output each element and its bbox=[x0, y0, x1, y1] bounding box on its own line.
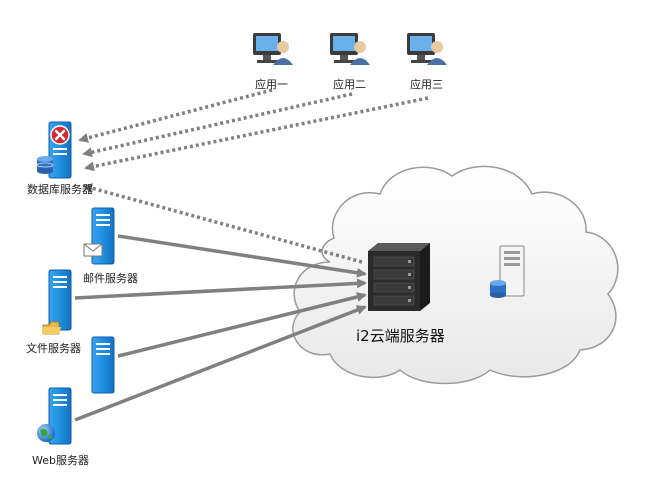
workstation-icon bbox=[253, 33, 293, 65]
arrow-unlabeled-to-cloud bbox=[117, 292, 367, 358]
web-server bbox=[37, 387, 72, 445]
dotted-cloud-to-db bbox=[82, 183, 363, 264]
app-workstation-1 bbox=[253, 33, 293, 65]
workstation-icon bbox=[330, 33, 370, 65]
app-workstation-3 bbox=[407, 33, 447, 65]
tower-server-icon bbox=[490, 245, 525, 298]
dotted-app2-to-db bbox=[82, 92, 353, 158]
file-server-label: 文件服务器 bbox=[26, 342, 81, 355]
envelope-icon bbox=[83, 243, 103, 257]
cloud-server-label: i2云端服务器 bbox=[356, 327, 445, 345]
dotted-app3-to-db bbox=[84, 96, 429, 172]
dotted-connections bbox=[78, 88, 429, 264]
app-workstation-2 bbox=[330, 33, 370, 65]
workstation-icon bbox=[407, 33, 447, 65]
app3-label: 应用三 bbox=[410, 78, 443, 91]
database-icon bbox=[490, 280, 506, 298]
arrow-file-to-cloud bbox=[74, 278, 367, 300]
arrow-web-to-cloud bbox=[74, 305, 367, 422]
cloud-shape bbox=[292, 165, 619, 385]
folder-icon bbox=[42, 321, 61, 335]
database-server bbox=[36, 121, 72, 179]
app1-label: 应用一 bbox=[255, 78, 288, 91]
solid-connections bbox=[74, 234, 367, 422]
server-icon bbox=[91, 336, 115, 394]
database-server-label: 数据库服务器 bbox=[27, 183, 93, 196]
server-icon bbox=[48, 387, 72, 445]
mail-server bbox=[83, 207, 115, 265]
globe-icon bbox=[37, 424, 55, 442]
database-icon bbox=[36, 156, 54, 174]
file-server bbox=[42, 269, 72, 335]
server-icon bbox=[48, 269, 72, 331]
error-x-icon bbox=[50, 125, 70, 145]
mail-server-label: 邮件服务器 bbox=[83, 272, 138, 285]
unlabeled-server bbox=[91, 336, 115, 394]
arrow-mail-to-cloud bbox=[117, 234, 367, 278]
app2-label: 应用二 bbox=[333, 78, 366, 91]
web-server-label: Web服务器 bbox=[32, 454, 89, 467]
rack-server-icon bbox=[368, 243, 430, 311]
